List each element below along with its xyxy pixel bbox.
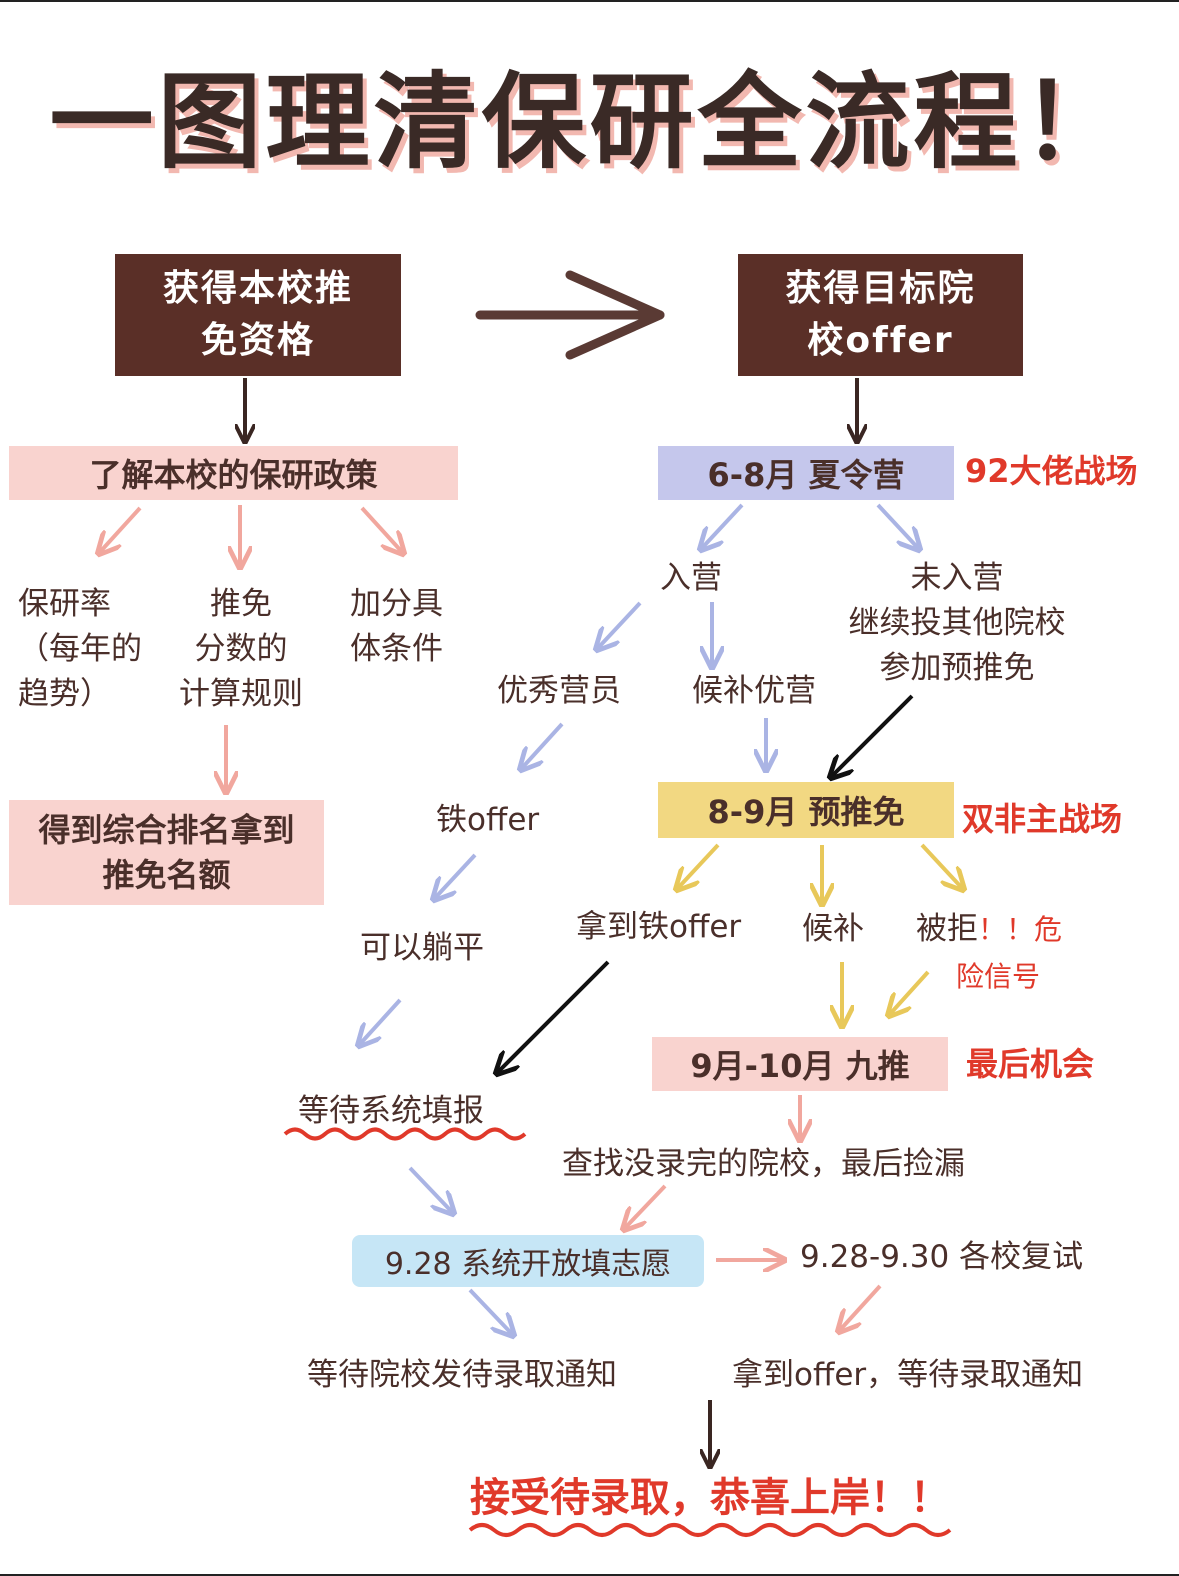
box-target-offer-label: 获得目标院 校offer	[785, 267, 976, 361]
wavy-underline-final	[468, 1523, 952, 1537]
arrow-flat-down	[360, 998, 402, 1044]
arrow-wait-system	[408, 1166, 452, 1212]
top-border	[0, 0, 1179, 2]
main-right-arrow	[475, 270, 665, 360]
box-ranking-quota: 得到综合排名拿到 推免名额	[9, 800, 324, 905]
box-pre-recommend-label: 8-9月 预推免	[707, 793, 905, 831]
annotation-nine: 最后机会	[966, 1045, 1095, 1083]
item-score: 推免 分数的 计算规则	[179, 586, 303, 712]
annotation-summer: 92大佬战场	[965, 452, 1138, 490]
node-retest: 9.28-9.30 各校复试	[800, 1239, 1084, 1275]
arrow-notenter-pre	[832, 694, 914, 776]
box-nine-push: 9月-10月 九推	[652, 1037, 948, 1091]
arrow-policy-rate	[100, 506, 142, 552]
arrow-retest-offer	[840, 1284, 882, 1330]
node-got-offer-wait: 拿到offer，等待录取通知	[732, 1357, 1084, 1393]
node-excellent: 优秀营员	[497, 673, 621, 709]
box-policy: 了解本校的保研政策	[9, 446, 458, 500]
arrow-policy-bonus	[360, 506, 402, 552]
node-wait-notice: 等待院校发待录取通知	[307, 1357, 617, 1393]
wavy-underline-wait-system	[283, 1127, 527, 1141]
final-message: 接受待录取，恭喜上岸！！	[470, 1475, 950, 1521]
arrow-summer-enter	[702, 503, 744, 548]
node-enter-camp: 入营	[660, 560, 722, 596]
box-summer-camp-label: 6-8月 夏令营	[707, 456, 905, 494]
arrow-summer-notenter	[876, 503, 918, 548]
arrow-rejected-nine	[890, 970, 930, 1014]
node-wait-system: 等待系统填报	[298, 1093, 484, 1129]
arrow-find-system	[625, 1184, 667, 1228]
node-rejected-label: 被拒	[916, 911, 978, 947]
box-home-qualification-label: 获得本校推 免资格	[162, 267, 353, 361]
node-rejected: 被拒！！危	[916, 911, 1062, 948]
box-pre-recommend: 8-9月 预推免	[658, 782, 954, 838]
node-find-schools: 查找没录完的院校，最后捡漏	[562, 1146, 965, 1182]
bottom-border	[0, 1574, 1179, 1576]
node-iron-offer: 铁offer	[436, 802, 540, 838]
arrow-pre-iron	[678, 843, 720, 888]
arrow-enter-excellent	[598, 601, 642, 648]
arrow-system-notice	[468, 1288, 512, 1334]
box-target-offer: 获得目标院 校offer	[738, 254, 1023, 376]
arrow-pre-rejected	[920, 843, 962, 888]
node-not-enter: 未入营 继续投其他院校 参加预推免	[848, 560, 1066, 686]
box-summer-camp: 6-8月 夏令营	[658, 446, 954, 500]
page-title: 一图理清保研全流程！	[49, 61, 1130, 183]
danger-rest: 险信号	[956, 960, 1041, 993]
box-home-qualification: 获得本校推 免资格	[115, 254, 401, 376]
item-rate: 保研率 （每年的 趋势）	[18, 586, 142, 712]
annotation-pre: 双非主战场	[962, 800, 1123, 838]
box-nine-push-label: 9月-10月 九推	[690, 1047, 910, 1085]
box-ranking-quota-label: 得到综合排名拿到 推免名额	[38, 810, 295, 894]
arrow-excellent-iron	[522, 722, 564, 768]
box-system-open: 9.28 系统开放填志愿	[352, 1235, 704, 1287]
node-got-iron-offer: 拿到铁offer	[576, 909, 742, 945]
node-lie-flat: 可以躺平	[360, 930, 484, 966]
danger-marks: ！！危	[978, 913, 1063, 946]
item-bonus: 加分具 体条件	[350, 586, 443, 667]
node-waitlist: 候补	[802, 911, 864, 947]
node-waitlist-excellent: 候补优营	[692, 673, 816, 709]
arrow-iron-waitsystem	[498, 960, 610, 1072]
box-policy-label: 了解本校的保研政策	[89, 456, 378, 494]
arrow-iron-flat	[435, 853, 477, 898]
box-system-open-label: 9.28 系统开放填志愿	[384, 1247, 672, 1282]
